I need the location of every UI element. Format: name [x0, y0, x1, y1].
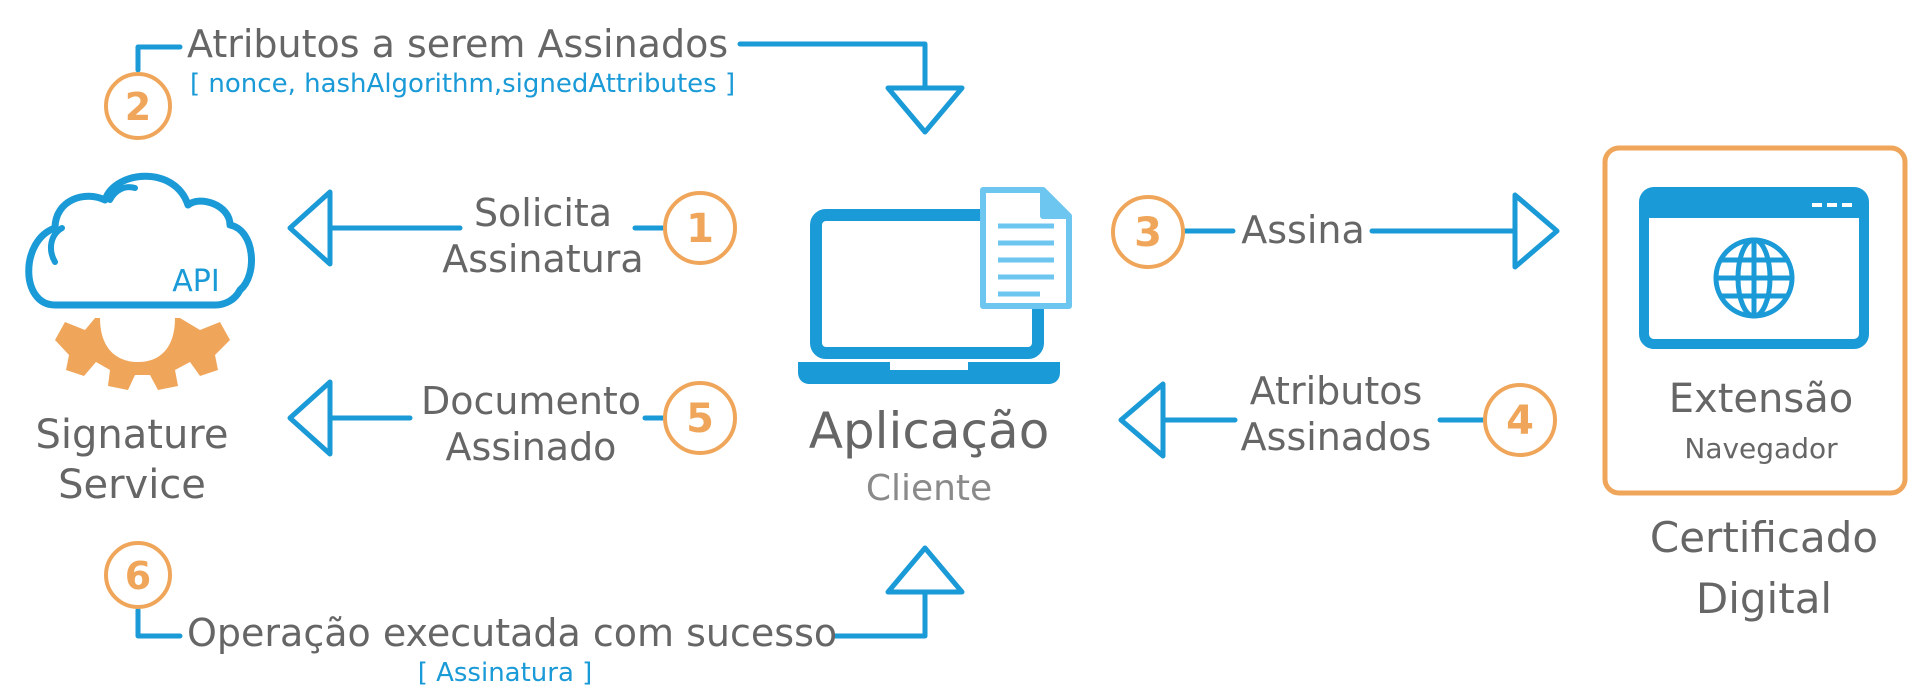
- step-5-flow: 5 Documento Assinado: [287, 379, 737, 469]
- arrow-left-icon: [287, 189, 333, 267]
- step-1-label-line2: Assinatura: [442, 237, 643, 281]
- step-5-number: 5: [686, 396, 714, 442]
- step-4-flow: 4 Atributos Assinados: [1118, 369, 1557, 459]
- arrow-left-icon: [1118, 381, 1166, 459]
- arrow-right-icon: [1512, 192, 1560, 270]
- globe-icon: [1713, 237, 1795, 319]
- browser-globe-icon: [1639, 187, 1869, 349]
- step-3-badge: [1111, 195, 1185, 269]
- step-1-flow: 1 Solicita Assinatura: [287, 189, 737, 281]
- step-2-badge: [104, 72, 172, 140]
- step-1-badge: [663, 191, 737, 265]
- step-4-badge: [1483, 383, 1557, 457]
- step-1-label-line1: Solicita: [474, 191, 612, 235]
- step-6-label: Operação executada com sucesso: [187, 611, 837, 655]
- step-4-label-line1: Atributos: [1250, 369, 1423, 413]
- step-5-label-line1: Documento: [421, 379, 641, 423]
- document-icon: [980, 187, 1072, 309]
- signature-service-icon: API: [25, 172, 255, 390]
- aplicacao-title: Aplicação: [809, 402, 1050, 460]
- step-5-badge: [663, 381, 737, 455]
- step-6-number: 6: [125, 554, 151, 598]
- step-6-detail: [ Assinatura ]: [418, 658, 593, 688]
- step-3-number: 3: [1134, 210, 1162, 256]
- arrow-left-icon: [287, 379, 333, 457]
- extensao-title: Extensão: [1669, 376, 1853, 422]
- certificado-line1: Certificado: [1650, 513, 1878, 562]
- step-3-label: Assina: [1241, 208, 1365, 252]
- step-6-badge: [104, 541, 172, 609]
- step-2-number: 2: [125, 85, 151, 129]
- api-label: API: [172, 264, 219, 299]
- step-1-number: 1: [686, 206, 714, 252]
- arrow-down-icon: [885, 85, 965, 135]
- signature-service-title-line1: Signature: [36, 412, 229, 458]
- step-5-label-line2: Assinado: [446, 425, 617, 469]
- extensao-subtitle: Navegador: [1684, 432, 1838, 465]
- step-2-flow: 2 Atributos a serem Assinados [ nonce, h…: [104, 22, 965, 140]
- step-4-label-line2: Assinados: [1241, 415, 1432, 459]
- laptop-document-icon: [798, 187, 1072, 384]
- cloud-icon: [25, 172, 255, 309]
- certificado-line2: Digital: [1696, 574, 1832, 623]
- step-2-label: Atributos a serem Assinados: [187, 22, 728, 66]
- step-6-flow: 6 Operação executada com sucesso [ Assin…: [104, 541, 965, 688]
- step-2-detail: [ nonce, hashAlgorithm,signedAttributes …: [190, 69, 735, 99]
- gear-icon: [55, 318, 230, 390]
- signature-service-title-line2: Service: [58, 462, 206, 508]
- step-3-flow: 3 Assina: [1111, 192, 1560, 270]
- aplicacao-subtitle: Cliente: [866, 468, 992, 509]
- step-4-number: 4: [1506, 398, 1534, 444]
- arrow-up-icon: [885, 545, 965, 595]
